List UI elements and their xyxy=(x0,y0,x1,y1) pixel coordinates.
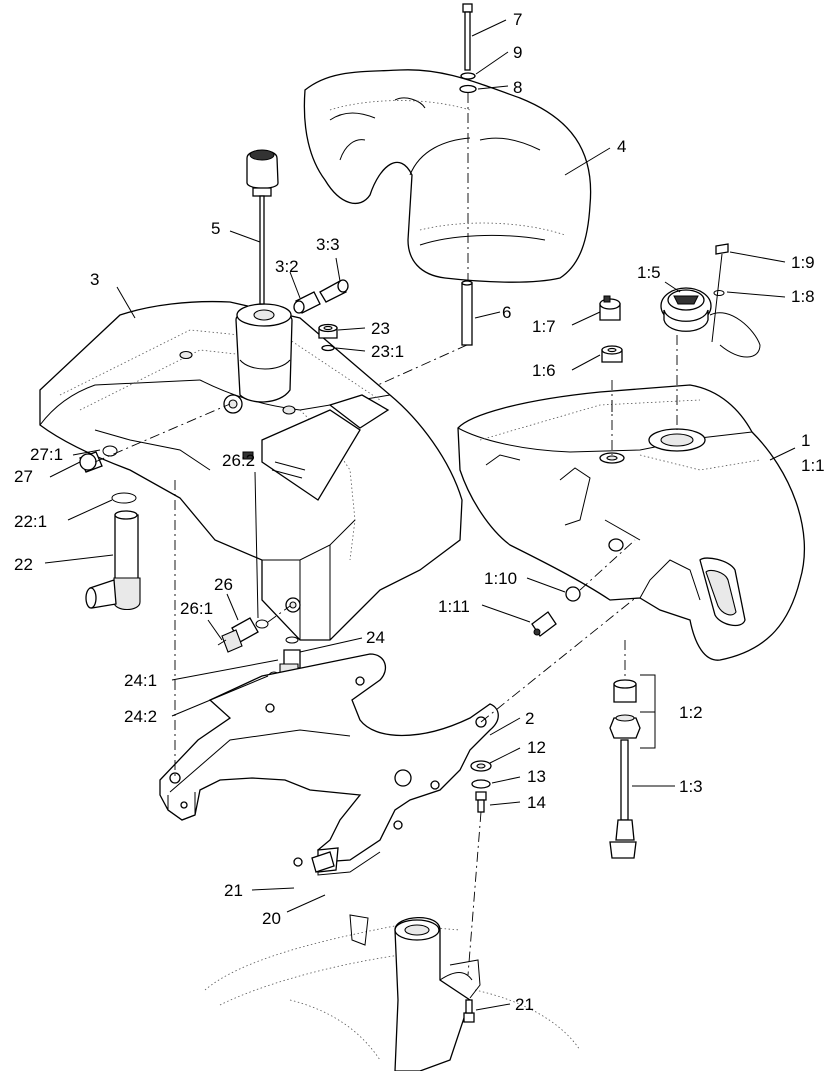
callout-1-9: 1:9 xyxy=(791,253,815,272)
callout-1-3: 1:3 xyxy=(679,777,703,796)
callout-2: 2 xyxy=(525,709,534,728)
part-14-bolt xyxy=(475,791,487,813)
callout-26: 26 xyxy=(214,575,233,594)
part-1-5-fuel-cap xyxy=(660,287,761,358)
callout-14: 14 xyxy=(527,793,546,812)
callout-1-10: 1:10 xyxy=(484,569,517,588)
callout-27: 27 xyxy=(14,467,33,486)
part-22-fitting xyxy=(85,510,141,611)
part-23-grommet xyxy=(318,323,338,339)
part-9-washer xyxy=(460,72,476,80)
part-13-washer xyxy=(471,779,491,789)
callout-7: 7 xyxy=(513,10,522,29)
part-1-6-grommet xyxy=(601,345,623,363)
part-1-7-cap xyxy=(599,295,621,321)
part-12-spacer xyxy=(470,760,492,772)
part-21-screw xyxy=(293,857,303,867)
callout-1-5: 1:5 xyxy=(637,263,661,282)
callout-1: 1 xyxy=(801,431,810,450)
callout-21-upper: 21 xyxy=(224,881,243,900)
callout-27-1: 27:1 xyxy=(30,445,63,464)
callout-1-11: 1:11 xyxy=(438,597,470,616)
part-7-bolt xyxy=(462,3,473,71)
part-4-cover xyxy=(303,69,592,283)
part-1-tank xyxy=(457,384,806,661)
callout-4: 4 xyxy=(617,137,626,156)
part-6-spacer xyxy=(461,280,473,346)
callout-23: 23 xyxy=(371,319,390,338)
callout-23-1: 23:1 xyxy=(371,342,404,361)
callout-21-lower: 21 xyxy=(515,995,534,1014)
callout-3: 3 xyxy=(90,270,99,289)
callout-26-2: 26:2 xyxy=(222,451,255,470)
callout-8: 8 xyxy=(513,78,522,97)
callout-13: 13 xyxy=(527,767,546,786)
callout-1-8: 1:8 xyxy=(791,287,815,306)
callout-1-7: 1:7 xyxy=(532,317,556,336)
callout-22-1: 22:1 xyxy=(14,512,47,531)
callout-5: 5 xyxy=(211,219,220,238)
callout-9: 9 xyxy=(513,43,522,62)
leader-lines xyxy=(44,19,796,1011)
part-27-plug xyxy=(79,451,103,473)
callout-24: 24 xyxy=(366,628,385,647)
callout-3-3: 3:3 xyxy=(316,235,340,254)
callout-24-1: 24:1 xyxy=(124,671,157,690)
part-21-screw-lower xyxy=(463,999,475,1023)
part-26-elbow xyxy=(217,617,269,653)
part-1-11-fitting xyxy=(531,611,557,637)
callout-26-1: 26:1 xyxy=(180,599,213,618)
part-1-10-grommet xyxy=(565,586,581,602)
callout-24-2: 24:2 xyxy=(124,707,157,726)
part-1-3-pickup-tube xyxy=(609,739,637,859)
part-3-tank xyxy=(39,300,463,641)
part-1-2-grommet xyxy=(609,679,641,739)
callout-3-2: 3:2 xyxy=(275,257,299,276)
part-5-sender xyxy=(246,149,279,305)
part-3-3-fitting xyxy=(319,279,349,303)
part-8-washer xyxy=(459,84,477,94)
part-2-bracket xyxy=(159,653,499,876)
part-1-8-washer xyxy=(713,290,725,296)
callout-1-1: 1:1 xyxy=(801,456,825,475)
part-1-9-screw xyxy=(711,243,729,343)
callout-22: 22 xyxy=(14,555,33,574)
callout-1-2: 1:2 xyxy=(679,703,703,722)
callout-6: 6 xyxy=(502,303,511,322)
part-22-1-oring xyxy=(111,492,137,504)
part-3-2-fitting xyxy=(293,291,321,314)
part-20-clip xyxy=(311,851,335,873)
frame-section xyxy=(204,914,581,1071)
part-23-1-washer xyxy=(321,344,335,352)
callout-12: 12 xyxy=(527,738,546,757)
callout-labels: 7 9 8 4 5 3:3 3:2 3 23 23:1 6 1:5 1:9 1:… xyxy=(14,10,825,1014)
callout-1-6: 1:6 xyxy=(532,361,556,380)
part-27-1-oring xyxy=(102,445,118,457)
callout-20: 20 xyxy=(262,909,281,928)
